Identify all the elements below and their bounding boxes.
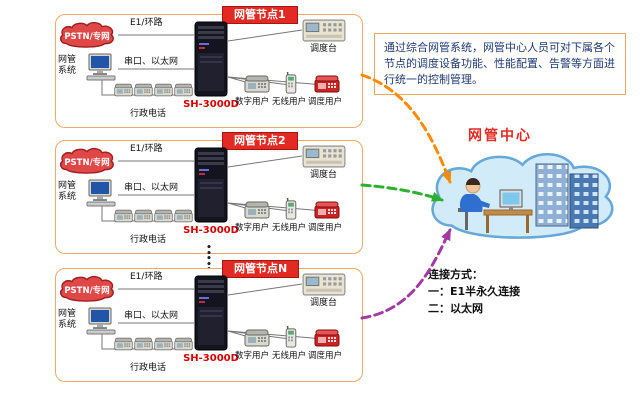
admin-phone-icon	[114, 337, 133, 351]
admin-phone-icon	[174, 337, 193, 351]
digital-user-phone-icon	[244, 329, 270, 347]
dispatch-user-phone-icon	[314, 201, 340, 219]
dispatch-user-label: 调度用户	[308, 223, 343, 233]
connection-method-2: 二：以太网	[428, 302, 483, 315]
e1-link-label: E1/环路	[130, 18, 163, 28]
dispatch-console-label: 调度台	[310, 298, 338, 308]
buildings-icon	[535, 163, 599, 229]
node-title-banner: 网管节点2	[222, 132, 298, 150]
server-tower-icon	[194, 147, 228, 223]
server-model-label: SH-3000D	[183, 353, 239, 364]
admin-phone-label: 行政电话	[130, 363, 167, 373]
digital-user-label: 数字用户	[235, 97, 270, 107]
nms-label: 网管系统	[58, 55, 77, 76]
admin-phone-icon	[134, 209, 153, 223]
serial-ethernet-label: 串口、以太网	[124, 183, 179, 193]
digital-user-label: 数字用户	[235, 351, 270, 361]
e1-link-label: E1/环路	[130, 272, 163, 282]
wireless-user-phone-icon	[284, 71, 298, 94]
dispatch-user-label: 调度用户	[308, 97, 343, 107]
connection-heading: 连接方式：	[428, 268, 483, 281]
admin-phone-icon	[134, 337, 153, 351]
server-tower-icon	[194, 21, 228, 97]
pstn-cloud-icon: PSTN/专网	[56, 21, 118, 51]
node-box-2: 网管节点2 PSTN/专网 E1/环路 网管系统 串口、以太网 SH-3000D…	[55, 132, 363, 254]
computer-icon	[84, 179, 118, 207]
dispatch-user-label: 调度用户	[308, 351, 343, 361]
pstn-cloud-icon: PSTN/专网	[56, 147, 118, 177]
admin-phone-icon	[154, 209, 173, 223]
wireless-user-phone-icon	[284, 197, 298, 220]
digital-user-label: 数字用户	[235, 223, 270, 233]
connection-methods: 连接方式： 一：E1半永久连接 二：以太网	[428, 266, 520, 317]
serial-ethernet-label: 串口、以太网	[124, 311, 179, 321]
dispatch-console-icon	[302, 145, 346, 168]
e1-link-label: E1/环路	[130, 144, 163, 154]
admin-phone-icon	[174, 83, 193, 97]
operator-at-desk-icon	[458, 178, 533, 233]
node-box-n: 网管节点N PSTN/专网 E1/环路 网管系统 串口、以太网 SH-3000D…	[55, 260, 363, 382]
nms-label: 网管系统	[58, 181, 77, 202]
node-title-banner: 网管节点1	[222, 6, 298, 24]
dispatch-console-label: 调度台	[310, 170, 338, 180]
network-management-center-cloud	[430, 152, 615, 240]
server-tower-icon	[194, 275, 228, 351]
pstn-label: PSTN/专网	[64, 32, 110, 42]
network-management-center-title: 网管中心	[468, 128, 532, 144]
dispatch-user-phone-icon	[314, 75, 340, 93]
wireless-user-label: 无线用户	[272, 223, 307, 233]
admin-phone-icon	[174, 209, 193, 223]
dispatch-console-label: 调度台	[310, 44, 338, 54]
nms-label: 网管系统	[58, 309, 77, 330]
digital-user-phone-icon	[244, 75, 270, 93]
computer-icon	[84, 53, 118, 81]
pstn-cloud-icon: PSTN/专网	[56, 275, 118, 305]
connection-method-1: 一：E1半永久连接	[428, 285, 521, 298]
computer-icon	[84, 307, 118, 335]
wireless-user-label: 无线用户	[272, 97, 307, 107]
dispatch-console-icon	[302, 19, 346, 42]
admin-phone-label: 行政电话	[130, 235, 167, 245]
admin-phone-icon	[154, 83, 173, 97]
dispatch-user-phone-icon	[314, 329, 340, 347]
server-model-label: SH-3000D	[183, 225, 239, 236]
wireless-user-phone-icon	[284, 325, 298, 348]
admin-phone-label: 行政电话	[130, 109, 167, 119]
node-box-1: 网管节点1 PSTN/专网 E1/环路 网管系统 串口、以太网 SH-3000D…	[55, 6, 363, 128]
admin-phone-icon	[154, 337, 173, 351]
dispatch-console-icon	[302, 273, 346, 296]
pstn-label: PSTN/专网	[64, 286, 110, 296]
description-box: 通过综合网管系统，网管中心人员可对下属各个节点的调度设备功能、性能配置、告警等方…	[374, 33, 626, 95]
wireless-user-label: 无线用户	[272, 351, 307, 361]
admin-phone-icon	[134, 83, 153, 97]
admin-phone-icon	[114, 209, 133, 223]
admin-phone-icon	[114, 83, 133, 97]
server-model-label: SH-3000D	[183, 99, 239, 110]
node-title-banner: 网管节点N	[222, 260, 300, 278]
serial-ethernet-label: 串口、以太网	[124, 57, 179, 67]
pstn-label: PSTN/专网	[64, 158, 110, 168]
digital-user-phone-icon	[244, 201, 270, 219]
